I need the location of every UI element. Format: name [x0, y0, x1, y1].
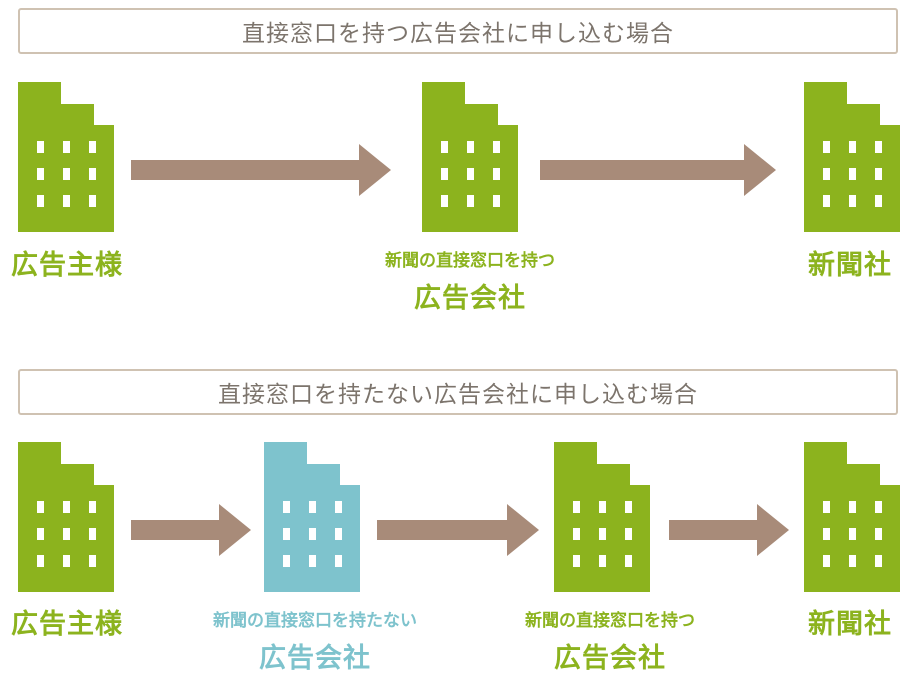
right-arrow-icon	[131, 504, 251, 556]
section2-title: 直接窓口を持たない広告会社に申し込む場合	[218, 382, 698, 408]
advertiser-building-icon	[18, 82, 114, 232]
indirect-agency-building-icon	[264, 442, 360, 592]
indirect-agency-label: 広告会社	[259, 643, 371, 674]
agency-note: 新聞の直接窓口を持つ	[385, 251, 555, 271]
agency-label: 広告会社	[414, 283, 526, 314]
advertiser-label: 広告主様	[11, 609, 123, 640]
agency-building-icon	[422, 82, 518, 232]
section1-title-banner: 直接窓口を持つ広告会社に申し込む場合	[18, 8, 898, 54]
advertiser-label: 広告主様	[11, 250, 123, 281]
right-arrow-icon	[669, 504, 789, 556]
newspaper-label: 新聞社	[808, 609, 892, 640]
direct-agency-label: 広告会社	[554, 643, 666, 674]
indirect-agency-note: 新聞の直接窓口を持たない	[213, 611, 417, 631]
newspaper-building-icon	[804, 82, 900, 232]
section2-title-banner: 直接窓口を持たない広告会社に申し込む場合	[18, 369, 898, 415]
newspaper-label: 新聞社	[808, 250, 892, 281]
newspaper-building-icon	[804, 442, 900, 592]
section1-title: 直接窓口を持つ広告会社に申し込む場合	[242, 21, 674, 47]
direct-agency-building-icon	[554, 442, 650, 592]
direct-agency-note: 新聞の直接窓口を持つ	[525, 611, 695, 631]
right-arrow-icon	[131, 144, 391, 196]
right-arrow-icon	[540, 144, 776, 196]
right-arrow-icon	[377, 504, 539, 556]
advertiser-building-icon	[18, 442, 114, 592]
